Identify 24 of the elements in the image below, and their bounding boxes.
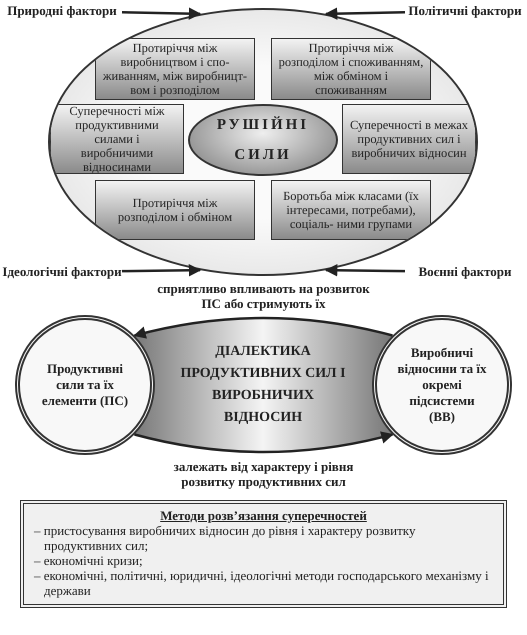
arrow bbox=[133, 316, 393, 339]
factor-label: Політичні фактори bbox=[405, 3, 525, 19]
section-box: Протиріччя між розподілом і обміном bbox=[95, 180, 255, 240]
list-item: – пристосування виробничих відносин до рівня і характеру розвитку продуктивних сил; bbox=[34, 523, 416, 553]
methods-panel bbox=[20, 500, 507, 608]
section-box: Боротьба між класами (їх інтересами, потребами), соціаль- ними групами bbox=[271, 180, 431, 240]
section-box: Протиріччя між розподілом і споживанням, між обміном і споживанням bbox=[271, 38, 431, 100]
section-box: Протиріччя між виробництвом і спо- живанням, між виробницт- вом і розподілом bbox=[95, 38, 255, 100]
arrow bbox=[122, 264, 202, 277]
arrow bbox=[324, 7, 406, 20]
panel-heading: Методи розв’язання суперечностей bbox=[159, 508, 368, 523]
circle-node: Виробничі відносини та їх окремі підсистеми (ВВ) bbox=[372, 315, 512, 455]
section-box: Суперечності в межах продуктивних сил і виробничих відносин bbox=[342, 104, 476, 174]
factor-label: Воєнні фактори bbox=[405, 264, 525, 280]
section-box: Суперечності між продуктивними силами і виробничими відносинами bbox=[50, 104, 184, 174]
factor-label: Природні фактори bbox=[2, 3, 122, 19]
factor-label: Ідеологічні фактори bbox=[2, 264, 122, 280]
arrow bbox=[134, 431, 394, 454]
arrow bbox=[122, 7, 202, 20]
circle-node: Продуктивні сили та їх елементи (ПС) bbox=[15, 315, 155, 455]
arrow bbox=[324, 264, 406, 276]
center-oval: РУШІЙНІ СИЛИ bbox=[188, 104, 338, 176]
list-item: – економічні, політичні, юридичні, ідеологічні методи господарського механізму і держави bbox=[34, 568, 490, 598]
list-item: – економічні кризи; bbox=[34, 553, 144, 568]
